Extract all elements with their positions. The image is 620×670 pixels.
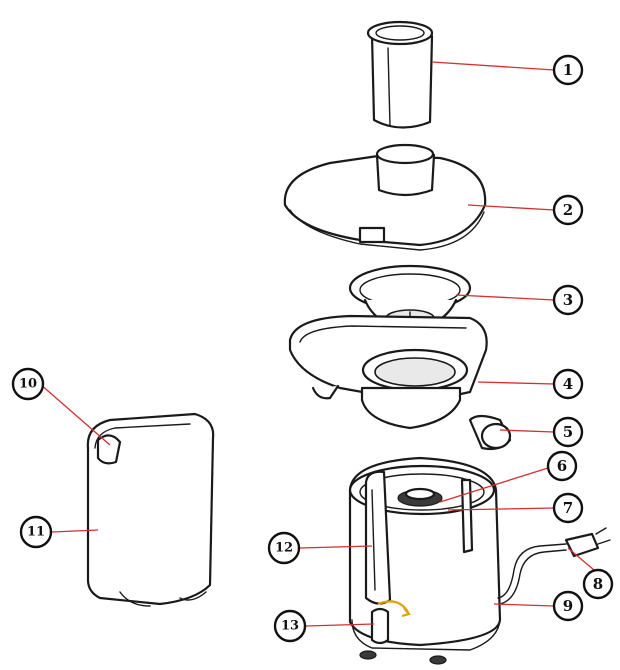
callout-8: 8 [582,568,614,600]
callout-4: 4 [552,368,584,400]
callout-9: 9 [552,590,584,622]
callout-11: 11 [19,515,53,549]
leader-6 [439,467,549,503]
callout-1-label: 1 [563,61,573,79]
leader-9 [493,603,555,607]
callout-5: 5 [552,416,584,448]
leader-10 [39,383,111,446]
juice-spout [468,414,512,451]
callout-4-label: 4 [563,375,573,393]
leader-8 [567,547,595,571]
callout-8-label: 8 [593,575,603,593]
pulp-container [86,412,215,607]
leader-13 [305,623,375,627]
callout-12-label: 12 [275,541,293,556]
callout-9-label: 9 [563,597,573,615]
callout-13: 13 [273,609,307,643]
callout-3: 3 [552,284,584,316]
callout-7-label: 7 [563,499,573,517]
leader-5 [499,429,555,433]
callout-5-label: 5 [563,423,573,441]
callouts: 1 2 3 4 5 6 7 8 [11,54,614,643]
callout-11-label: 11 [27,525,45,540]
juice-bowl-unit [288,314,488,430]
callout-10: 10 [11,367,45,401]
leader-3 [455,294,555,301]
food-pusher [366,20,434,129]
callout-6-label: 6 [557,457,567,475]
juicer-cover [283,143,487,251]
callout-6: 6 [546,450,578,482]
leader-2 [467,204,555,211]
callout-1: 1 [552,54,584,86]
callout-7: 7 [552,492,584,524]
callout-3-label: 3 [563,291,573,309]
callout-10-label: 10 [19,377,37,392]
callout-12: 12 [267,531,301,565]
callout-13-label: 13 [281,619,299,634]
leader-4 [477,381,555,385]
leader-lines [39,61,595,627]
callout-2: 2 [552,194,584,226]
motor-base [348,456,502,665]
callout-2-label: 2 [563,201,573,219]
leader-12 [299,545,373,549]
leader-11 [51,529,99,533]
leader-1 [431,61,555,71]
leader-7 [447,507,555,511]
power-cord [497,527,611,605]
